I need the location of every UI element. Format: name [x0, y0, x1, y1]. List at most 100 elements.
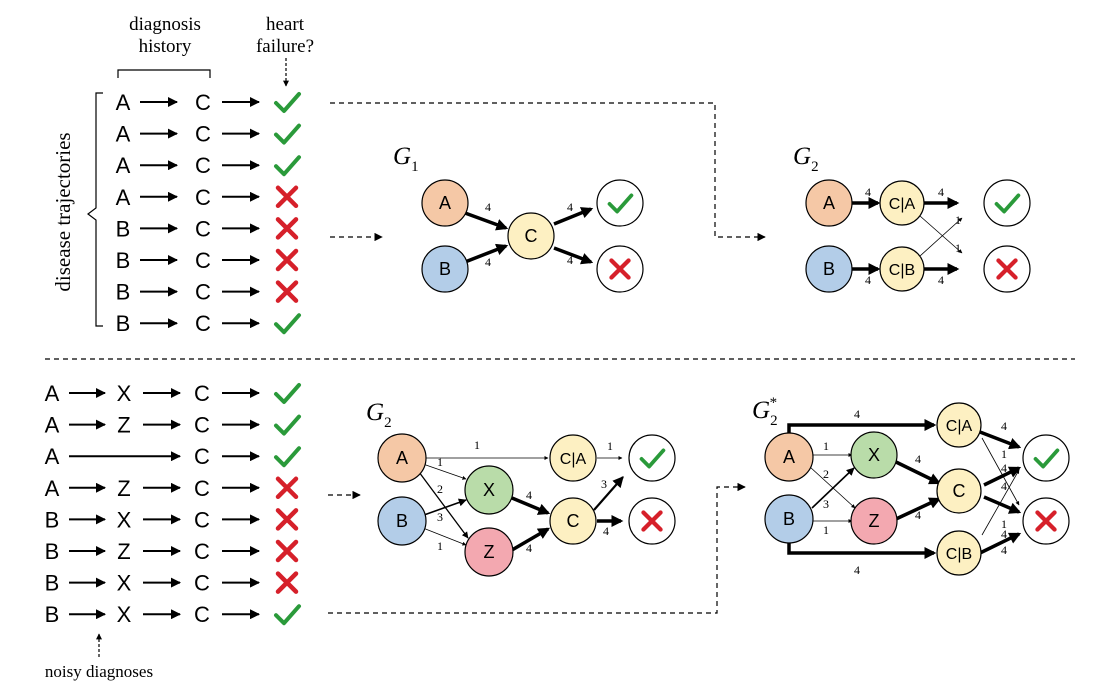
- edge-weight: 1: [437, 539, 443, 553]
- trajectory-step: A: [116, 153, 131, 178]
- check-icon: [607, 193, 634, 214]
- node-z: Z: [850, 497, 898, 545]
- node-label: A: [783, 447, 795, 467]
- graph-edge: [981, 469, 1020, 536]
- cross-icon: [275, 280, 299, 303]
- graph-edge: [422, 527, 467, 546]
- edge-weight: 4: [938, 185, 944, 199]
- node-ca: C|A: [936, 402, 982, 448]
- trajectory-step: Z: [117, 476, 130, 501]
- cross-icon: [641, 510, 663, 532]
- node-label: C|A: [889, 196, 916, 213]
- node-cb: C|B: [879, 246, 925, 292]
- check-icon: [274, 604, 301, 626]
- heart-failure-header: heart failure?: [256, 14, 314, 87]
- cross-icon: [275, 217, 299, 240]
- trajectory-step: C: [194, 602, 210, 627]
- trajectory-step: B: [116, 216, 131, 241]
- outcome-positive: [628, 434, 676, 482]
- node-label: X: [868, 445, 880, 465]
- cross-icon: [1035, 510, 1057, 532]
- node-label: C|A: [560, 451, 587, 468]
- trajectory-step: A: [116, 90, 131, 115]
- heart-failure-line2: failure?: [256, 36, 314, 57]
- connector-to-g2: [330, 102, 766, 242]
- trajectory-step: B: [45, 571, 60, 596]
- trajectory-step: C: [194, 413, 210, 438]
- edge-weight: 4: [854, 407, 860, 421]
- graph-edge: [464, 211, 509, 231]
- cross-icon: [275, 508, 299, 531]
- node-a: A: [805, 179, 853, 227]
- node-x: X: [850, 431, 898, 479]
- trajectory-step: C: [195, 311, 211, 336]
- noisy-diagnoses-label: noisy diagnoses: [45, 662, 153, 681]
- node-c: C: [549, 497, 597, 545]
- outcome-negative: [1022, 497, 1070, 545]
- graph-edge: [593, 476, 624, 511]
- edge-weight: 2: [437, 482, 443, 496]
- trajectory-step: A: [45, 476, 60, 501]
- node-b: B: [764, 494, 814, 544]
- trajectory-step: Z: [117, 539, 130, 564]
- edge-weight: 4: [1001, 479, 1007, 493]
- edge-weight: 4: [526, 488, 532, 502]
- trajectory-step: B: [116, 311, 131, 336]
- graph-edge: [811, 467, 855, 509]
- trajectory-step: C: [195, 185, 211, 210]
- edge-weight: 4: [915, 508, 921, 522]
- trajectory-step: A: [116, 185, 131, 210]
- trajectories-brace: [87, 92, 103, 327]
- trajectory-step: X: [117, 381, 132, 406]
- graph-edge: [981, 437, 1020, 506]
- graph-edge: [919, 217, 963, 257]
- edge-weight: 4: [1001, 543, 1007, 557]
- outcome-positive: [1022, 434, 1070, 482]
- node-label: B: [439, 259, 451, 279]
- outcome-negative: [596, 245, 644, 293]
- node-c: C: [507, 212, 555, 260]
- node-label: B: [823, 259, 835, 279]
- trajectory-step: B: [116, 248, 131, 273]
- edge-weight: 4: [1001, 527, 1007, 541]
- graph-edge: [511, 527, 551, 552]
- trajectory-step: A: [116, 122, 131, 147]
- node-ca: C|A: [549, 434, 597, 482]
- node-b: B: [421, 245, 469, 293]
- edge-weight: 1: [437, 455, 443, 469]
- edge-weight: 1: [955, 241, 961, 255]
- edge-weight: 1: [607, 439, 613, 453]
- check-icon: [639, 448, 666, 469]
- edge-weight: 4: [938, 273, 944, 287]
- edge-weight: 4: [485, 200, 491, 214]
- check-icon: [1033, 448, 1060, 469]
- edge-weight: 4: [915, 452, 921, 466]
- trajectory-step: C: [194, 444, 210, 469]
- outcome-negative: [628, 497, 676, 545]
- edge-weight: 1: [823, 523, 829, 537]
- trajectory-step: C: [195, 122, 211, 147]
- node-a: A: [764, 432, 814, 482]
- node-b: B: [377, 496, 427, 546]
- graph-edge: [787, 542, 937, 559]
- edge-weight: 3: [823, 497, 829, 511]
- graph-edge: [895, 460, 942, 485]
- edge-weight: 4: [567, 200, 573, 214]
- graph-edge: [422, 463, 467, 480]
- connector-to-g2-star: [328, 482, 746, 614]
- graph-title: G1: [393, 143, 419, 175]
- edge-weight: 4: [865, 185, 871, 199]
- edge-weight: 2: [823, 467, 829, 481]
